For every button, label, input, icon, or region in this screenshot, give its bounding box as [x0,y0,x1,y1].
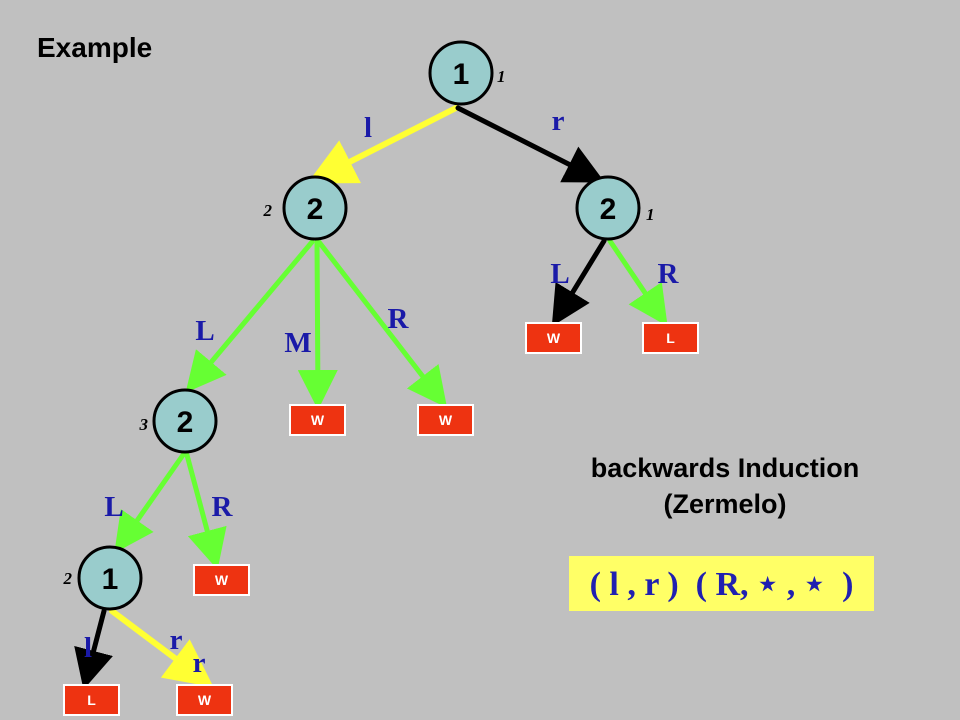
leaf-leaf_lLR: W [193,564,250,596]
result-box: ( l , r ) ( R, ⋆ , ⋆ ) [569,556,874,611]
node-player-label: 1 [102,563,119,596]
node-side-number: 1 [497,67,506,86]
leaf-box [193,564,250,596]
edge-n_lL-n_lLL [114,452,186,554]
edge-n_r-leaf_rL [551,238,607,327]
edge-label-n_lLL-leaf_lLLl: l [84,632,92,664]
leaf-label: W [215,572,229,588]
leaf-box [525,322,582,354]
edge-label-n_l-leaf_lR: R [388,303,410,335]
node-circle [575,175,641,241]
node-player-label: 2 [177,406,194,439]
edge-label-n_lLL-leaf_lLLr: r [170,624,183,656]
node-n_root: 1 [428,40,494,106]
edge-n_r-leaf_rR [607,238,668,327]
leaf-label: W [439,412,453,428]
leaf-leaf_lLLl: L [63,684,120,716]
edge-label-n_root-n_l: l [364,112,372,144]
edge-label-n_l-n_lL: L [195,315,214,347]
edge-label-n_lL-n_lLL: L [104,491,123,523]
edge-label-n_l-leaf_lM: M [284,327,311,359]
leaf-box [289,404,346,436]
leaf-box [176,684,233,716]
leaf-label: L [87,692,96,708]
edge-label-n_r-leaf_rL: L [550,258,569,290]
edge-label-n_r-leaf_rR: R [658,258,680,290]
node-player-label: 1 [453,58,470,91]
leaf-leaf_lLLr: W [176,684,233,716]
node-side-number: 1 [646,205,655,224]
page-title: Example [37,32,153,63]
edge-n_root-n_r [455,105,605,183]
annotation-text: backwards Induction (Zermelo) [530,450,920,522]
edge-label-n_lL-leaf_lLR: R [212,491,234,523]
leaf-box [417,404,474,436]
edge-n_root-n_l [307,105,459,184]
node-player-label: 2 [307,193,324,226]
extra-edge-label: r [193,647,206,679]
node-player-label: 2 [600,193,617,226]
leaf-leaf_rR: L [642,322,699,354]
annotation-line-2: (Zermelo) [663,489,787,519]
edge-n_l-leaf_lR [316,239,448,408]
leaf-leaf_rL: W [525,322,582,354]
node-side-number: 2 [63,569,73,588]
node-circle [428,40,494,106]
node-side-number: 3 [139,415,149,434]
leaf-label: W [311,412,325,428]
annotation-line-1: backwards Induction [590,453,860,483]
node-circle [282,175,348,241]
edge-n_l-n_lL [185,239,315,393]
node-n_lL: 2 [152,388,218,454]
leaf-box [642,322,699,354]
edge-label-n_root-n_r: r [552,105,565,137]
node-n_r: 2 [575,175,641,241]
leaf-label: L [666,330,675,346]
node-circle [77,545,143,611]
edge-n_lLL-leaf_lLLr [109,608,214,688]
leaf-label: W [547,330,561,346]
leaf-leaf_lR: W [417,404,474,436]
node-n_lLL: 1 [77,545,143,611]
result-strategy: ( l , r ) ( R, ⋆ , ⋆ ) [589,565,854,603]
leaf-label: W [198,692,212,708]
node-n_l: 2 [282,175,348,241]
edge-n_l-leaf_lM [297,239,338,410]
edge-n_lL-leaf_lLR [184,452,227,570]
edge-n_lLL-leaf_lLLl [74,608,113,690]
node-circle [152,388,218,454]
leaf-leaf_lM: W [289,404,346,436]
leaf-box [63,684,120,716]
node-side-number: 2 [263,201,273,220]
